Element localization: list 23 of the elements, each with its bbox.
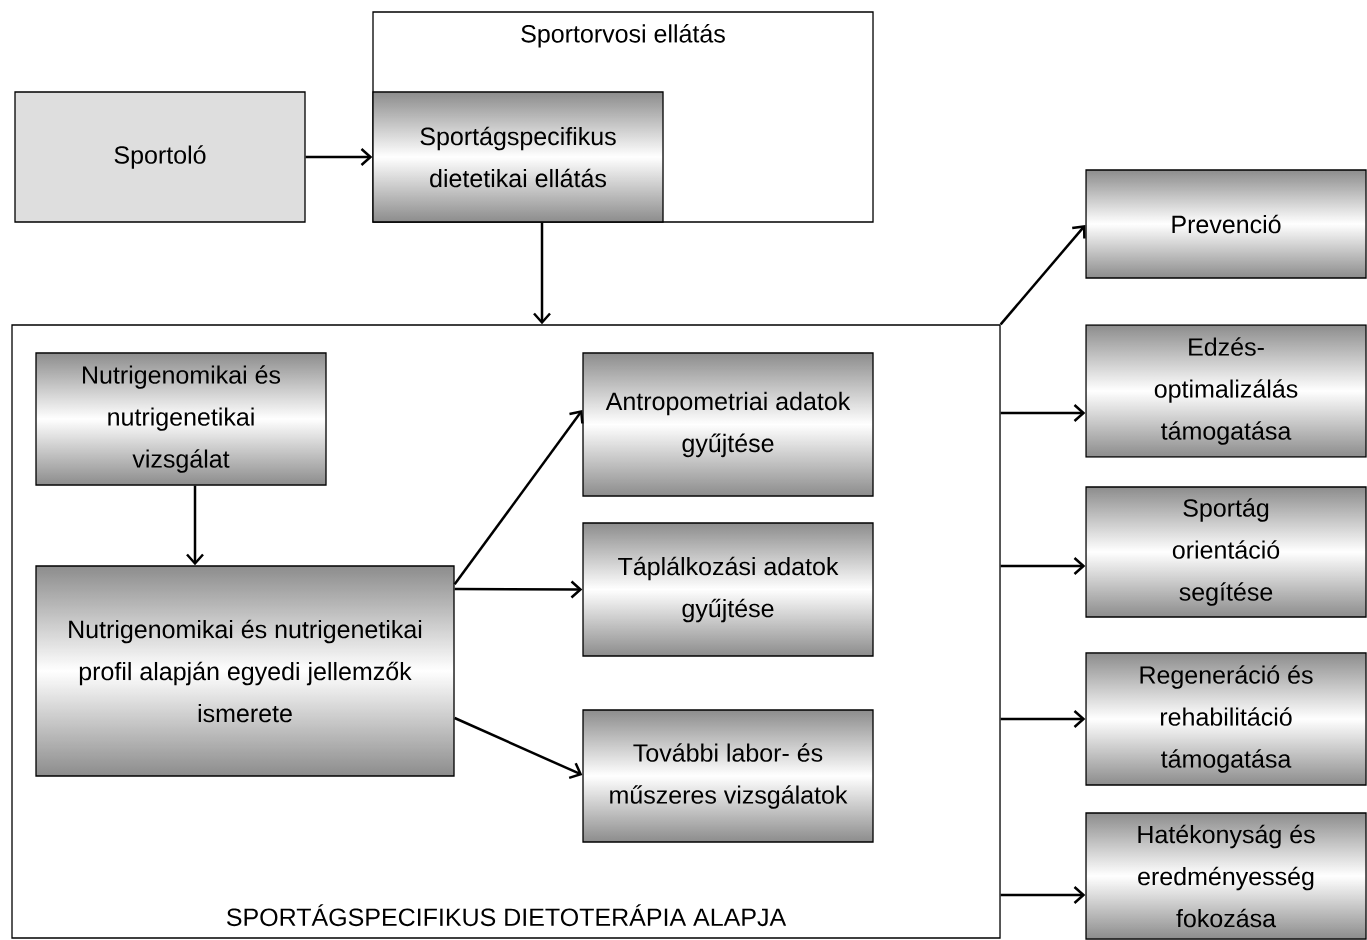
arrow <box>186 485 204 566</box>
process-box: Regeneráció és rehabilitáció támogatása <box>1085 652 1367 786</box>
arrow <box>1000 886 1086 904</box>
process-box: Nutrigenomikai és nutrigenetikai vizsgálat <box>35 352 327 486</box>
arrow <box>454 580 583 599</box>
arrow <box>1000 557 1086 575</box>
process-box: Edzés- optimalizálás támogatása <box>1085 324 1367 458</box>
process-box: További labor- és műszeres vizsgálatok <box>582 709 874 843</box>
process-box: Hatékonyság és eredményesség fokozása <box>1085 812 1367 940</box>
process-box: Nutrigenomikai és nutrigenetikai profil alapján egyedi jellemzők ismerete <box>35 565 455 777</box>
arrow <box>533 222 551 325</box>
process-box: Sportágspecifikus dietetikai ellátás <box>372 91 664 223</box>
process-box: Táplálkozási adatok gyűjtése <box>582 522 874 657</box>
arrow <box>1000 710 1086 728</box>
arrow <box>1000 404 1086 422</box>
process-box: Prevenció <box>1085 169 1367 279</box>
process-box: Sportág orientáció segítése <box>1085 486 1367 618</box>
arrow <box>305 148 373 166</box>
arrow <box>454 716 583 780</box>
arrow <box>453 410 584 586</box>
process-box: Sportoló <box>14 91 306 223</box>
process-box: Antropometriai adatok gyűjtése <box>582 352 874 497</box>
arrow <box>999 225 1086 326</box>
